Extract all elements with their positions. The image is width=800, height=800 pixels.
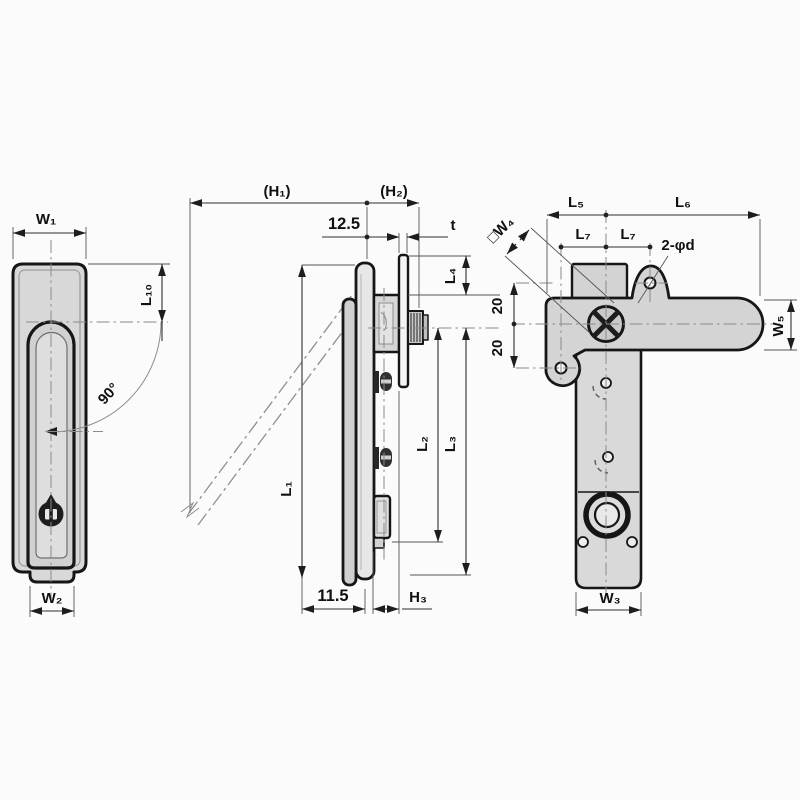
keyhole-icon	[38, 494, 64, 527]
front-handle-body	[11, 262, 88, 584]
dim-label-h2: (H₂)	[380, 183, 408, 200]
dim-12-5: 12.5	[322, 215, 399, 241]
dim-l3: L₃	[410, 328, 471, 576]
screw-lower	[374, 447, 392, 469]
dim-label-holes: 2-φd	[661, 237, 694, 254]
dim-t: t	[387, 217, 456, 253]
dim-l4: L₄	[408, 255, 500, 296]
dim-11-5: 11.5	[301, 578, 366, 614]
dim-h3: H₃	[372, 391, 432, 614]
front-view: 90° W₁ L₁₀ W₂	[11, 211, 170, 617]
cam-step	[373, 537, 385, 549]
dim-l1: L₁	[278, 264, 355, 578]
dim-label-pitch-upper: 20	[489, 298, 506, 315]
dim-l7-l7: L₇ L₇	[558, 226, 653, 250]
dim-label-h3: H₃	[409, 589, 427, 606]
lock-cylinder	[577, 491, 638, 548]
dim-w2: W₂	[29, 586, 75, 617]
cam-block	[372, 494, 392, 540]
side-view: (H₁) (H₂) 12.5 t L₁ L₂	[180, 183, 500, 614]
dim-label-thickness: t	[451, 217, 456, 234]
break-mark	[180, 501, 200, 519]
handle-grip-profile	[341, 297, 358, 587]
dim-l5-l6: L₅ L₆	[546, 194, 761, 296]
dim-l10: L₁₀	[88, 263, 170, 341]
dim-label-l7-left: L₇	[575, 226, 590, 243]
dim-label-w5: W₅	[770, 315, 787, 336]
dim-label-l1: L₁	[278, 481, 295, 496]
dim-label-pitch-lower: 20	[489, 340, 506, 357]
side-handle-body	[341, 261, 376, 587]
dim-label-w2: W₂	[42, 590, 63, 607]
swing-arc-path	[50, 321, 162, 433]
dim-w5: W₅	[764, 299, 797, 351]
dim-label-l2: L₂	[414, 436, 431, 452]
dim-w1: W₁	[12, 211, 87, 259]
latch-hardware	[372, 253, 429, 549]
screw-upper	[374, 371, 392, 393]
dim-label-l5: L₅	[568, 194, 584, 211]
dim-label-bottom-offset: 11.5	[317, 587, 348, 605]
dim-20-20: 20 20	[489, 283, 518, 368]
side-centerlines	[368, 288, 500, 562]
cam-plate	[544, 264, 765, 388]
dim-label-l6: L₆	[675, 194, 691, 211]
back-centerlines	[512, 210, 780, 600]
dim-label-w3: W₃	[599, 590, 620, 607]
dim-label-w1: W₁	[36, 211, 56, 228]
dim-label-swing-angle: 90°	[95, 380, 123, 408]
back-view: □W₄ 2-φd L₅ L₆ L₇ L₇ 20 20	[484, 194, 797, 616]
bushing-block-rear	[570, 262, 629, 302]
dim-label-l7-right: L₇	[620, 226, 635, 243]
open-position-phantom	[180, 198, 362, 526]
dim-label-l10: L₁₀	[138, 284, 155, 306]
dim-label-l4: L₄	[442, 268, 459, 284]
dim-label-square-w4: □W₄	[484, 213, 517, 246]
callout-2-phi-d: 2-φd	[637, 237, 695, 304]
dim-h2: (H₂)	[366, 183, 420, 308]
dim-h1: (H₁)	[190, 183, 370, 207]
dim-w3: W₃	[575, 590, 642, 616]
dim-label-h1: (H₁)	[263, 183, 290, 200]
dim-label-l3: L₃	[442, 436, 459, 452]
dim-l2: L₂	[392, 328, 443, 543]
front-centerlines	[26, 240, 168, 602]
panel-plate	[397, 253, 410, 389]
handle-base-profile	[354, 261, 376, 581]
dim-label-panel-offset: 12.5	[328, 215, 360, 233]
